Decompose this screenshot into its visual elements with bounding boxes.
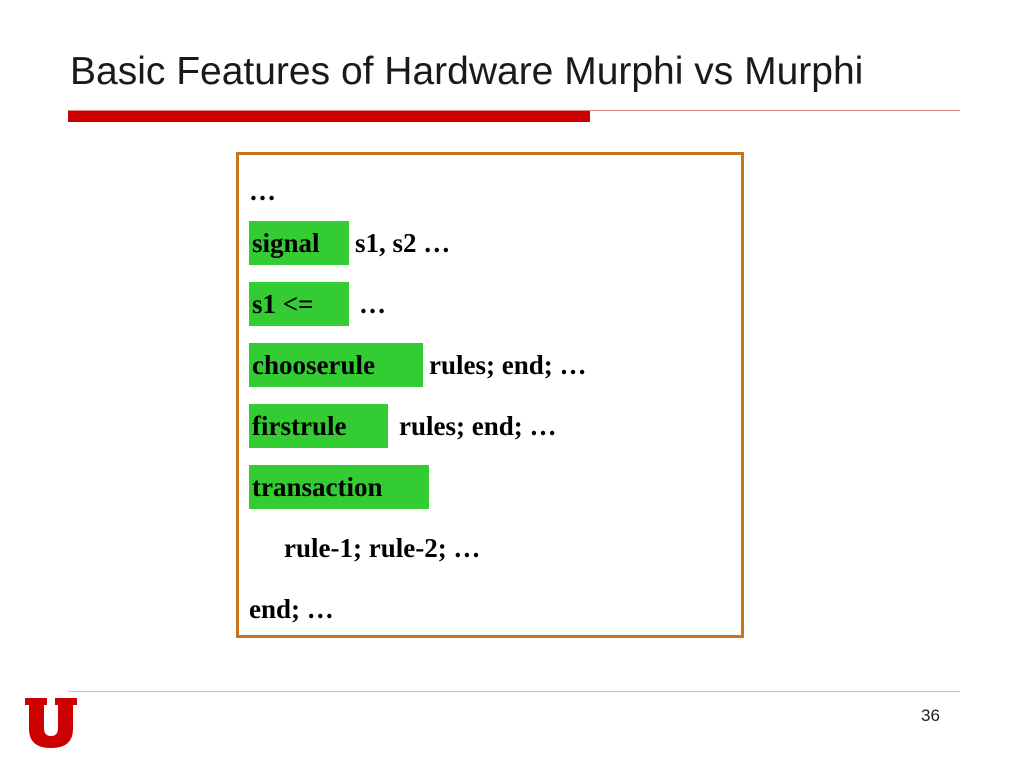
code-line-end: end; … (249, 587, 334, 631)
title-divider-thin (68, 110, 960, 111)
code-text: rule-1; rule-2; … (284, 532, 481, 563)
code-line-firstrule: firstrule rules; end; … (249, 404, 557, 448)
keyword-chooserule: chooserule (249, 343, 423, 387)
footer-divider (68, 691, 960, 692)
code-line-assign: s1 <= … (249, 282, 386, 326)
title-divider-red-bar (68, 111, 590, 122)
keyword-assign: s1 <= (249, 282, 349, 326)
code-line-transaction: transaction (249, 465, 429, 509)
code-text: … (359, 288, 386, 319)
code-text: end; … (249, 593, 334, 624)
code-line-chooserule: chooserule rules; end; … (249, 343, 587, 387)
code-line-rules: rule-1; rule-2; … (284, 526, 480, 570)
code-text: … (249, 175, 276, 206)
code-line-signal: signal s1, s2 … (249, 221, 450, 265)
code-text: rules; end; … (429, 349, 587, 380)
slide-title: Basic Features of Hardware Murphi vs Mur… (70, 50, 864, 93)
keyword-firstrule: firstrule (249, 404, 388, 448)
code-box: … signal s1, s2 … s1 <= … chooserule rul… (236, 152, 744, 638)
keyword-signal: signal (249, 221, 349, 265)
page-number: 36 (921, 706, 940, 725)
code-text: rules; end; … (399, 410, 557, 441)
keyword-transaction: transaction (249, 465, 429, 509)
university-of-utah-u-logo-icon (25, 698, 77, 748)
code-text: s1, s2 … (355, 227, 451, 258)
code-line-ellipsis: … (249, 169, 276, 213)
